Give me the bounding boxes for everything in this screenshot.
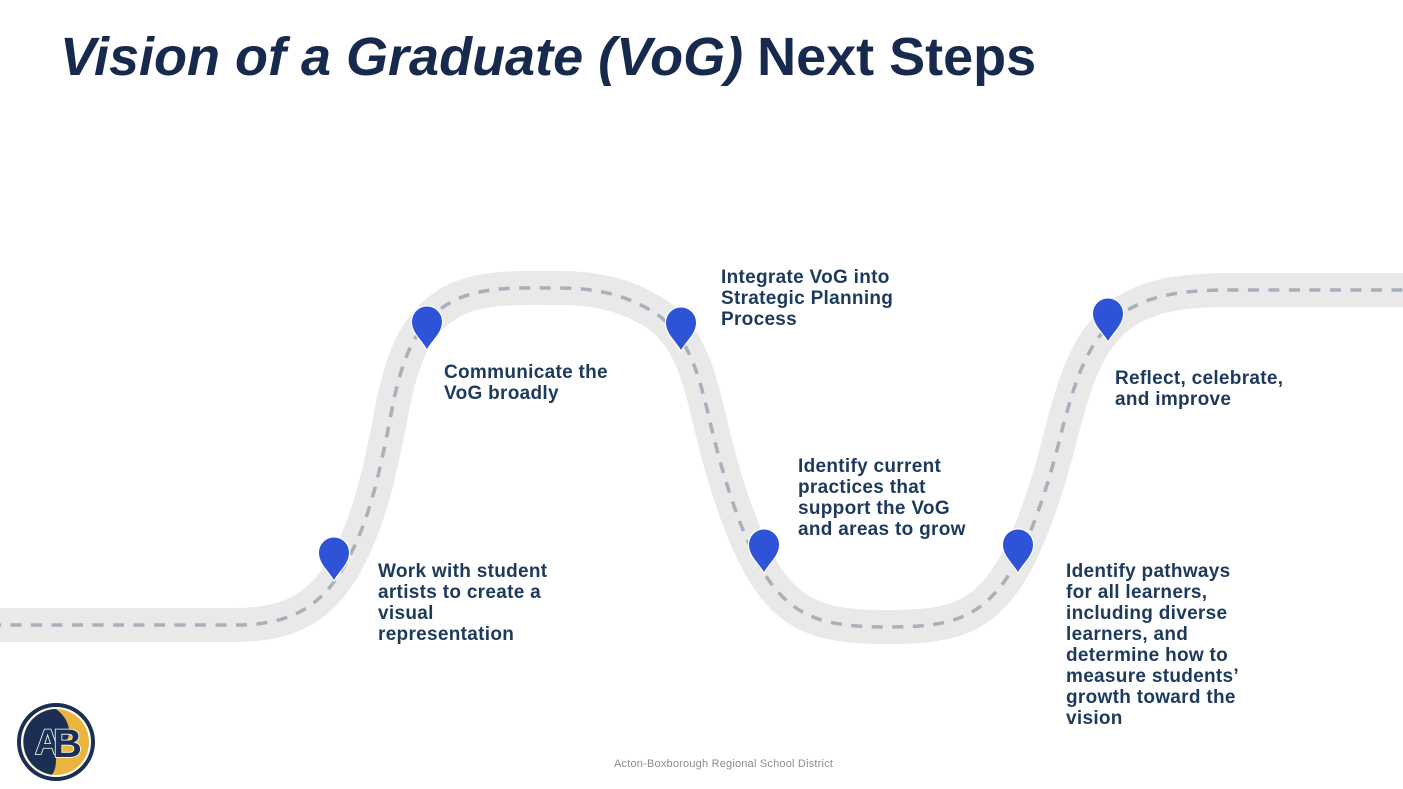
- step-4-line: and areas to grow: [798, 519, 966, 540]
- map-pin-icon-step-4: [747, 528, 781, 575]
- step-4-line: practices that: [798, 477, 926, 498]
- step-label-6: Reflect, celebrate, and improve: [1115, 368, 1283, 410]
- footer-district-name: Acton-Boxborough Regional School Distric…: [614, 758, 834, 770]
- map-pin-icon-step-6: [1091, 297, 1125, 344]
- road-dashed-centerline: [0, 286, 1403, 629]
- page-title: Vision of a Graduate (VoG)Next Steps: [60, 24, 1036, 90]
- page-title-italic-part: Vision of a Graduate (VoG): [60, 27, 744, 87]
- map-pin-icon-step-5: [1001, 528, 1035, 575]
- step-1-line: visual: [378, 603, 434, 624]
- step-2-line: Communicate the: [444, 362, 608, 383]
- step-1-line: representation: [378, 624, 515, 645]
- step-label-4: Identify current practices that support …: [798, 456, 966, 540]
- step-6-line: Reflect, celebrate,: [1115, 368, 1284, 389]
- step-5-line: determine how to: [1066, 645, 1229, 666]
- step-6-line: and improve: [1115, 389, 1232, 410]
- step-label-2: Communicate the VoG broadly: [444, 362, 608, 404]
- district-logo: A B: [17, 703, 95, 781]
- step-2-line: VoG broadly: [444, 383, 559, 404]
- logo-letter-a: A: [35, 723, 60, 762]
- map-pin-icon-step-2: [410, 305, 444, 352]
- step-5-line: including diverse: [1066, 603, 1228, 624]
- step-5-line: measure students’: [1066, 666, 1239, 687]
- step-5-line: for all learners,: [1066, 582, 1208, 603]
- logo-navy-swirl: [23, 709, 70, 775]
- step-3-line: Strategic Planning: [721, 288, 894, 309]
- step-5-line: Identify pathways: [1066, 561, 1231, 582]
- step-label-1: Work with student artists to create a vi…: [378, 561, 547, 645]
- step-5-line: growth toward the: [1066, 687, 1236, 708]
- map-pin-icon-step-1: [317, 536, 351, 583]
- step-1-line: Work with student: [378, 561, 548, 582]
- logo-letter-b: B: [53, 722, 82, 766]
- step-4-line: Identify current: [798, 456, 942, 477]
- step-3-line: Integrate VoG into: [721, 267, 890, 288]
- step-label-3: Integrate VoG into Strategic Planning Pr…: [721, 267, 893, 330]
- step-5-line: learners, and: [1066, 624, 1189, 645]
- step-3-line: Process: [721, 309, 798, 330]
- map-pin-icon-step-3: [664, 306, 698, 353]
- step-5-line: vision: [1066, 708, 1123, 729]
- page-title-regular-part: Next Steps: [757, 27, 1037, 87]
- step-4-line: support the VoG: [798, 498, 950, 519]
- step-label-5: Identify pathways for all learners, incl…: [1066, 561, 1239, 729]
- step-1-line: artists to create a: [378, 582, 542, 603]
